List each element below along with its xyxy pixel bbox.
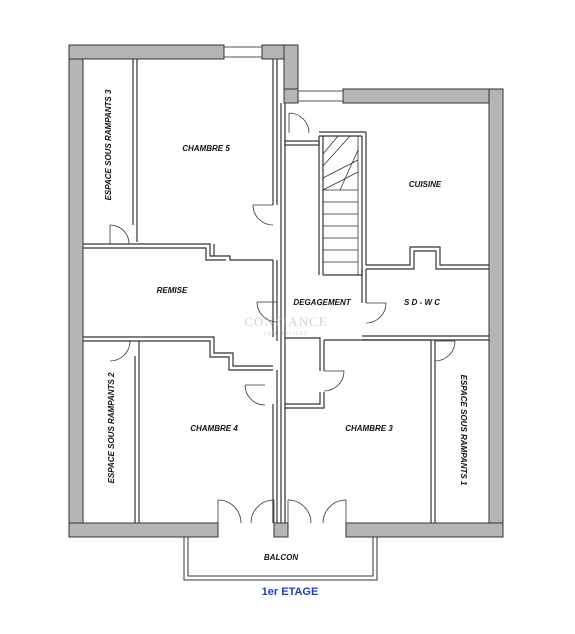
watermark-brand: CONFIANCE xyxy=(244,314,327,329)
room-label-espace-3: ESPACE SOUS RAMPANTS 3 xyxy=(104,89,113,200)
room-label-chambre-3: CHAMBRE 3 xyxy=(345,424,393,433)
windows xyxy=(224,46,343,102)
doors xyxy=(109,112,456,524)
balcony xyxy=(183,537,378,581)
room-label-espace-2: ESPACE SOUS RAMPANTS 2 xyxy=(107,372,116,483)
room-labels: CHAMBRE 5 CUISINE REMISE DEGAGEMENT S D … xyxy=(104,89,468,562)
room-label-chambre-5: CHAMBRE 5 xyxy=(182,144,230,153)
room-label-cuisine: CUISINE xyxy=(409,180,442,189)
interior-walls xyxy=(83,59,489,523)
watermark-sub: IMMOBILIERE xyxy=(264,332,308,337)
exterior-walls xyxy=(68,44,504,538)
room-label-degagement: DEGAGEMENT xyxy=(293,298,351,307)
watermark: CONFIANCE IMMOBILIERE xyxy=(244,314,327,337)
plan-title: 1er ETAGE xyxy=(262,586,319,598)
staircase xyxy=(322,135,359,275)
room-label-chambre-4: CHAMBRE 4 xyxy=(190,424,238,433)
room-label-balcon: BALCON xyxy=(264,553,298,562)
room-label-remise: REMISE xyxy=(157,286,188,295)
room-label-sd-wc: S D - W C xyxy=(404,298,440,307)
room-label-espace-1: ESPACE SOUS RAMPANTS 1 xyxy=(459,375,468,486)
